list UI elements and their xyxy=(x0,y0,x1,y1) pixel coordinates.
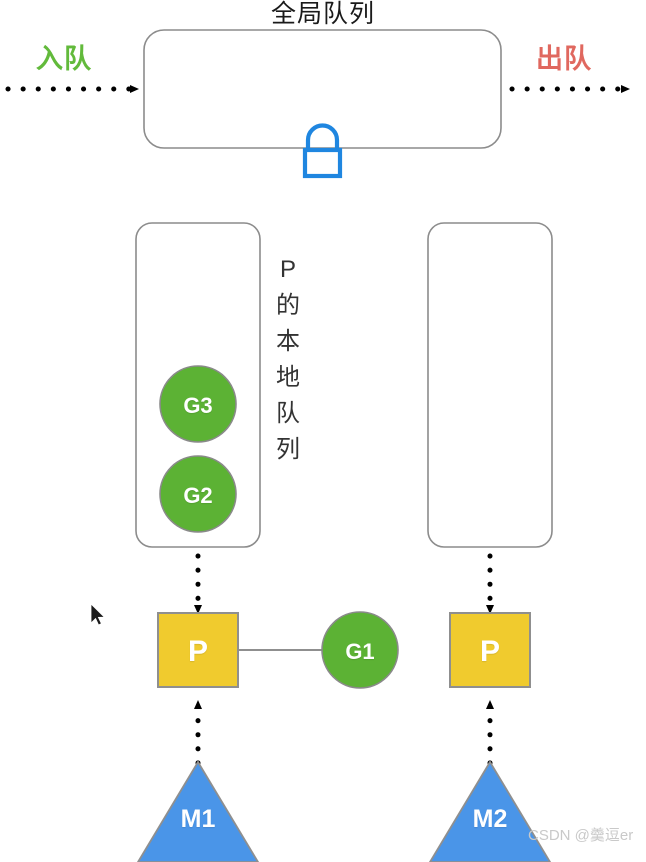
global-queue-title: 全局队列 xyxy=(270,0,375,28)
dequeue-label: 出队 xyxy=(536,44,592,74)
vlabel-char-0: P xyxy=(279,256,296,283)
local-queue-vertical-label: P 的 本 地 队 列 xyxy=(272,258,304,474)
lock-icon xyxy=(302,123,343,179)
csdn-watermark: CSDN @羹逗er xyxy=(528,827,634,844)
processor-p-right xyxy=(449,612,531,688)
vlabel-char-1: 的 xyxy=(276,292,300,319)
goroutine-g2 xyxy=(159,455,237,533)
goroutine-g1-running xyxy=(321,611,399,689)
goroutine-g3 xyxy=(159,365,237,443)
vlabel-char-4: 队 xyxy=(276,400,300,427)
mouse-cursor xyxy=(90,603,106,626)
local-run-queue-right xyxy=(427,222,553,548)
vlabel-char-2: 本 xyxy=(276,328,300,355)
processor-p-left xyxy=(157,612,239,688)
vlabel-char-3: 地 xyxy=(276,364,300,391)
vlabel-char-5: 列 xyxy=(276,436,300,463)
global-queue-box xyxy=(143,29,502,149)
machine-m2 xyxy=(428,760,552,862)
enqueue-label: 入队 xyxy=(36,44,92,74)
machine-m1 xyxy=(136,760,260,862)
